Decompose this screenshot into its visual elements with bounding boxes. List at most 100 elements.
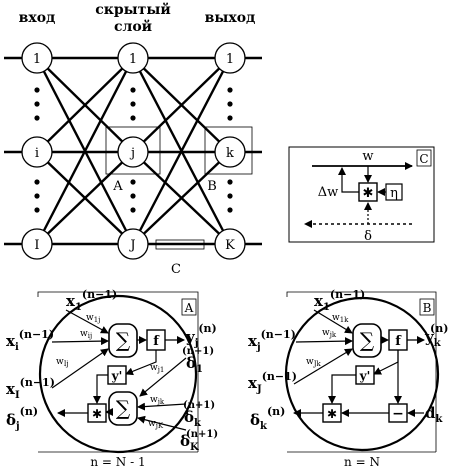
- panel-a-deltaK-arrow: [137, 415, 187, 431]
- panel-a: A x1(n−1) xi(n−1) xI(n−1) w1j wij wIj ∑ …: [6, 288, 218, 468]
- panel-b-dk: dk: [425, 404, 444, 425]
- region-a-box: [105, 126, 161, 175]
- panel-a-dk: δk(n+1): [183, 400, 215, 429]
- panel-a-yprime-to-mult: [93, 374, 108, 404]
- hidden-node-j-label: j: [129, 146, 135, 161]
- output-nodes: 1 k K: [214, 42, 246, 260]
- panel-b: B x1(n−1) xj(n−1) xJ(n−1) w1k wjk wJk ∑ …: [248, 288, 448, 468]
- mult-symbol: ✱: [363, 186, 374, 201]
- panel-a-wj1: wj1: [150, 363, 164, 374]
- output-node-K-label: K: [225, 238, 235, 253]
- panel-a-wij: wij: [80, 329, 92, 340]
- panel-a-sum-bottom-symbol: ∑: [116, 396, 131, 420]
- panel-b-neuron-circle: [284, 296, 440, 452]
- region-b-box: [204, 126, 253, 175]
- panel-b-frame: [286, 291, 437, 452]
- delta-w-arrow: [338, 167, 359, 193]
- panel-b-w1k: w1k: [332, 313, 349, 324]
- delta-w-label: Δw: [318, 185, 339, 200]
- panel-a-input-arrow-1: [65, 309, 109, 334]
- panel-a-input-arrow-I: [51, 348, 109, 389]
- input-layer-label: вход: [19, 10, 56, 26]
- panel-b-tag: B: [423, 301, 432, 315]
- panel-b-input-arrow-J: [293, 348, 353, 385]
- hidden-node-J: [117, 228, 149, 260]
- output-layer-label: выход: [205, 10, 256, 26]
- eta-label: η: [390, 186, 398, 201]
- inset-c: C w ✱ η Δw δ: [288, 146, 435, 244]
- hidden-node-1: [117, 42, 149, 74]
- panel-b-minus: −: [392, 406, 404, 422]
- panel-a-wjK: wjK: [148, 419, 164, 430]
- panel-a-input-arrow-i: [51, 337, 109, 346]
- panel-a-f-to-yprime: [125, 350, 157, 376]
- hidden-node-1-label: 1: [129, 52, 137, 67]
- panel-b-yprime: y': [359, 369, 371, 383]
- panel-b-x1: x1(n−1): [314, 288, 365, 313]
- panel-a-mult: ✱: [92, 407, 102, 421]
- panel-a-sum-top-symbol: ∑: [116, 328, 131, 352]
- panel-a-wIj: wIj: [56, 357, 69, 368]
- region-a-label: A: [112, 179, 123, 194]
- input-node-1: [21, 42, 53, 74]
- input-node-i-label: i: [35, 146, 39, 161]
- panel-b-xJ: xJ(n−1): [248, 370, 297, 395]
- panel-a-f: f: [153, 334, 160, 349]
- panel-a-yj: yj(n): [185, 322, 217, 349]
- region-c-label: C: [171, 262, 181, 277]
- panel-a-tag: A: [184, 301, 194, 315]
- output-node-k-label: k: [226, 146, 234, 161]
- panel-a-w1j: w1j: [86, 313, 100, 324]
- panel-a-delta1-arrow: [139, 357, 187, 397]
- input-node-1-label: 1: [33, 52, 41, 67]
- panel-b-caption: n = N: [344, 455, 380, 468]
- output-node-K: [214, 228, 246, 260]
- panel-a-wjk: wjk: [150, 395, 165, 406]
- panel-b-delta: δk(n): [250, 405, 285, 432]
- hidden-layer-label-line2: слой: [114, 18, 152, 35]
- panel-a-frame: [37, 291, 199, 452]
- hidden-node-J-label: J: [128, 238, 135, 253]
- output-node-1-label: 1: [226, 52, 234, 67]
- input-nodes: 1 i I: [21, 42, 53, 260]
- connections-input-hidden: [35, 57, 135, 245]
- panel-a-dK: δK(n+1): [180, 429, 218, 453]
- ellipsis-dots: [34, 87, 233, 213]
- panel-b-yprime-to-mult: [328, 374, 356, 404]
- inset-c-tag-box: [416, 149, 432, 167]
- panel-b-sum-symbol: ∑: [360, 328, 375, 352]
- panel-a-xi: xi(n−1): [6, 328, 54, 353]
- panel-a-neuron-circle: [38, 294, 198, 454]
- panel-b-input-arrow-j: [295, 337, 353, 346]
- network: вход скрытый слой выход: [4, 1, 262, 277]
- panel-b-xj: xj(n−1): [248, 328, 296, 353]
- panel-a-deltak-arrow: [137, 402, 187, 411]
- output-node-k: [214, 136, 246, 168]
- hidden-node-j: [117, 136, 149, 168]
- panel-b-wjk: wjk: [322, 328, 337, 339]
- panel-b-yk: yk(n): [424, 322, 448, 349]
- w-label: w: [362, 149, 373, 164]
- panel-a-xI: xI(n−1): [6, 376, 55, 401]
- panel-a-caption: n = N - 1: [90, 455, 145, 468]
- region-c-box: [155, 239, 205, 250]
- panel-a-x1: x1(n−1): [66, 288, 117, 313]
- connections-hidden-output: [131, 57, 232, 245]
- hidden-layer-label-line1: скрытый: [95, 1, 171, 18]
- input-node-I-label: I: [34, 238, 39, 253]
- output-node-1: [214, 42, 246, 74]
- input-node-i: [21, 136, 53, 168]
- delta-label: δ: [364, 229, 372, 244]
- panel-b-f: f: [395, 334, 402, 349]
- panel-a-dj: δj(n): [6, 405, 38, 432]
- inset-c-tag: C: [419, 152, 428, 166]
- panel-b-mult: ✱: [327, 407, 337, 421]
- panel-a-yprime: y': [111, 369, 123, 383]
- region-b-label: B: [207, 179, 217, 194]
- input-node-I: [21, 228, 53, 260]
- panel-a-d1: δ1(n+1): [182, 346, 214, 375]
- panel-a-tag-box: [181, 298, 197, 316]
- hidden-nodes: 1 j J: [117, 42, 149, 260]
- panel-b-tag-box: [419, 298, 435, 316]
